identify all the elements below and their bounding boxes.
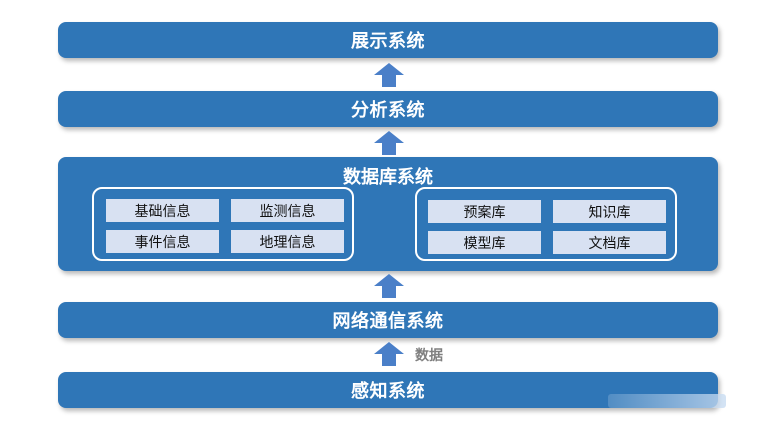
layer-display-title: 展示系统 xyxy=(351,31,425,52)
up-arrow-icon xyxy=(374,131,404,155)
chip-model-library: 模型库 xyxy=(428,231,541,254)
chip-document-library: 文档库 xyxy=(553,231,666,254)
layer-network: 网络通信系统 xyxy=(58,302,718,338)
layer-analysis-title: 分析系统 xyxy=(351,100,425,121)
layer-analysis: 分析系统 xyxy=(58,91,718,127)
layer-sensing-title: 感知系统 xyxy=(351,381,425,402)
layer-sensing: 感知系统 xyxy=(58,372,718,408)
arrow-data-label: 数据 xyxy=(415,348,443,364)
up-arrow-icon xyxy=(374,274,404,298)
watermark xyxy=(608,394,726,408)
library-group: 预案库 知识库 模型库 文档库 xyxy=(415,187,677,261)
chip-event-info: 事件信息 xyxy=(106,230,219,253)
chip-knowledge-library: 知识库 xyxy=(553,200,666,223)
info-group: 基础信息 监测信息 事件信息 地理信息 xyxy=(92,187,354,261)
chip-monitoring-info: 监测信息 xyxy=(231,199,344,222)
layer-display: 展示系统 xyxy=(58,22,718,58)
up-arrow-icon xyxy=(374,63,404,87)
up-arrow-icon xyxy=(374,342,404,366)
chip-plan-library: 预案库 xyxy=(428,200,541,223)
layer-database: 数据库系统 基础信息 监测信息 事件信息 地理信息 预案库 知识库 模型库 文档… xyxy=(58,157,718,271)
chip-basic-info: 基础信息 xyxy=(106,199,219,222)
layer-network-title: 网络通信系统 xyxy=(332,311,444,332)
chip-geo-info: 地理信息 xyxy=(231,230,344,253)
layer-database-title: 数据库系统 xyxy=(343,167,433,188)
